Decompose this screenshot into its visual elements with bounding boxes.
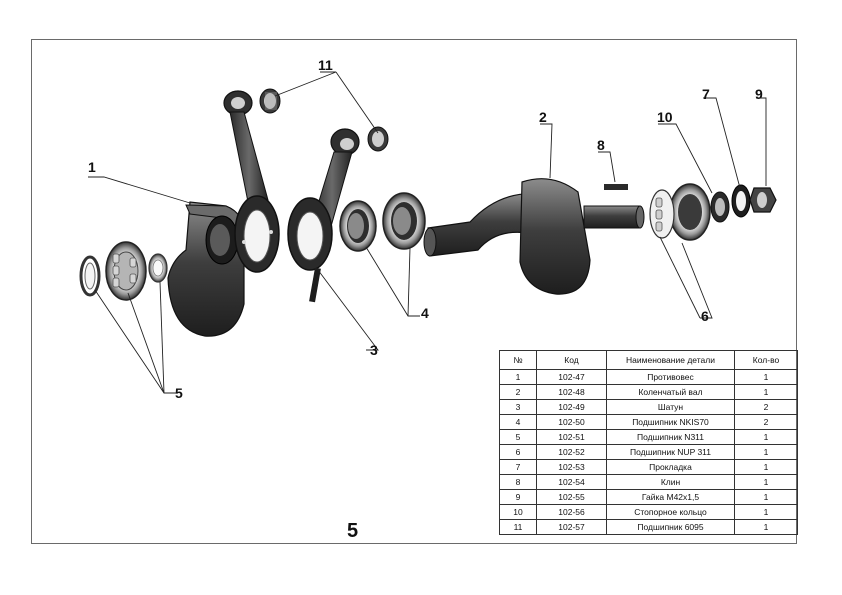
callout-7: 7 xyxy=(702,86,710,102)
cell-code: 102-50 xyxy=(536,414,607,430)
cell-quantity: 2 xyxy=(734,414,798,430)
cell-quantity: 1 xyxy=(734,459,798,475)
connecting-rod-1 xyxy=(223,90,280,273)
cell-code: 102-47 xyxy=(536,369,607,385)
bearing-6095-top-right xyxy=(367,126,389,152)
bearing-nup311 xyxy=(649,183,711,241)
column-header-quantity: Кол-во xyxy=(734,350,798,370)
cell-number: 3 xyxy=(499,399,537,415)
cell-number: 2 xyxy=(499,384,537,400)
cell-number: 1 xyxy=(499,369,537,385)
crankshaft xyxy=(423,178,645,295)
cell-part-name: Подшипник NKIS70 xyxy=(606,414,735,430)
cell-part-name: Подшипник N311 xyxy=(606,429,735,445)
cell-part-name: Подшипник 6095 xyxy=(606,519,735,535)
cell-quantity: 1 xyxy=(734,384,798,400)
cell-code: 102-53 xyxy=(536,459,607,475)
callout-11: 11 xyxy=(318,57,333,73)
cell-number: 4 xyxy=(499,414,537,430)
cell-quantity: 1 xyxy=(734,369,798,385)
callout-5: 5 xyxy=(175,385,183,401)
callout-10: 10 xyxy=(657,109,673,125)
cell-code: 102-55 xyxy=(536,489,607,505)
callout-9: 9 xyxy=(755,86,763,102)
cell-number: 10 xyxy=(499,504,537,520)
cell-code: 102-49 xyxy=(536,399,607,415)
cell-quantity: 1 xyxy=(734,519,798,535)
cell-quantity: 1 xyxy=(734,489,798,505)
cell-quantity: 1 xyxy=(734,444,798,460)
cell-quantity: 2 xyxy=(734,399,798,415)
cell-number: 5 xyxy=(499,429,537,445)
callout-6: 6 xyxy=(701,308,709,324)
callout-3: 3 xyxy=(370,342,378,358)
bearing-nkis70-1 xyxy=(339,200,377,252)
callout-2: 2 xyxy=(539,109,547,125)
leader-lines xyxy=(88,71,767,394)
cell-code: 102-48 xyxy=(536,384,607,400)
cell-part-name: Противовес xyxy=(606,369,735,385)
cell-part-name: Подшипник NUP 311 xyxy=(606,444,735,460)
cell-code: 102-52 xyxy=(536,444,607,460)
connecting-rod-2 xyxy=(287,128,360,303)
counterweight xyxy=(167,201,245,337)
cell-quantity: 1 xyxy=(734,504,798,520)
key-part-8 xyxy=(604,184,628,190)
cell-code: 102-57 xyxy=(536,519,607,535)
cell-number: 8 xyxy=(499,474,537,490)
table-header-row: № Код Наименование детали Кол-во xyxy=(499,350,798,370)
callout-8: 8 xyxy=(597,137,605,153)
cell-number: 9 xyxy=(499,489,537,505)
cell-part-name: Коленчатый вал xyxy=(606,384,735,400)
cell-quantity: 1 xyxy=(734,429,798,445)
cell-number: 6 xyxy=(499,444,537,460)
retaining-ring xyxy=(710,191,730,223)
cell-code: 102-56 xyxy=(536,504,607,520)
drawing-frame xyxy=(31,39,797,544)
column-header-code: Код xyxy=(536,350,607,370)
cell-number: 7 xyxy=(499,459,537,475)
cell-part-name: Клин xyxy=(606,474,735,490)
callout-1: 1 xyxy=(88,159,96,175)
cell-part-name: Прокладка xyxy=(606,459,735,475)
gasket xyxy=(731,184,751,218)
column-header-number: № xyxy=(499,350,537,370)
cell-code: 102-51 xyxy=(536,429,607,445)
cell-code: 102-54 xyxy=(536,474,607,490)
callout-4: 4 xyxy=(421,305,429,321)
cell-quantity: 1 xyxy=(734,474,798,490)
bearing-nkis70-2 xyxy=(382,192,426,250)
cell-number: 11 xyxy=(499,519,537,535)
bearing-6095-top-left xyxy=(259,88,281,114)
cell-part-name: Гайка M42x1,5 xyxy=(606,489,735,505)
nut-m42 xyxy=(749,187,777,213)
sheet-number: 5 xyxy=(347,520,359,542)
bearing-n311-group xyxy=(79,241,168,301)
column-header-part-name: Наименование детали xyxy=(606,350,735,370)
cell-part-name: Шатун xyxy=(606,399,735,415)
cell-part-name: Стопорное кольцо xyxy=(606,504,735,520)
